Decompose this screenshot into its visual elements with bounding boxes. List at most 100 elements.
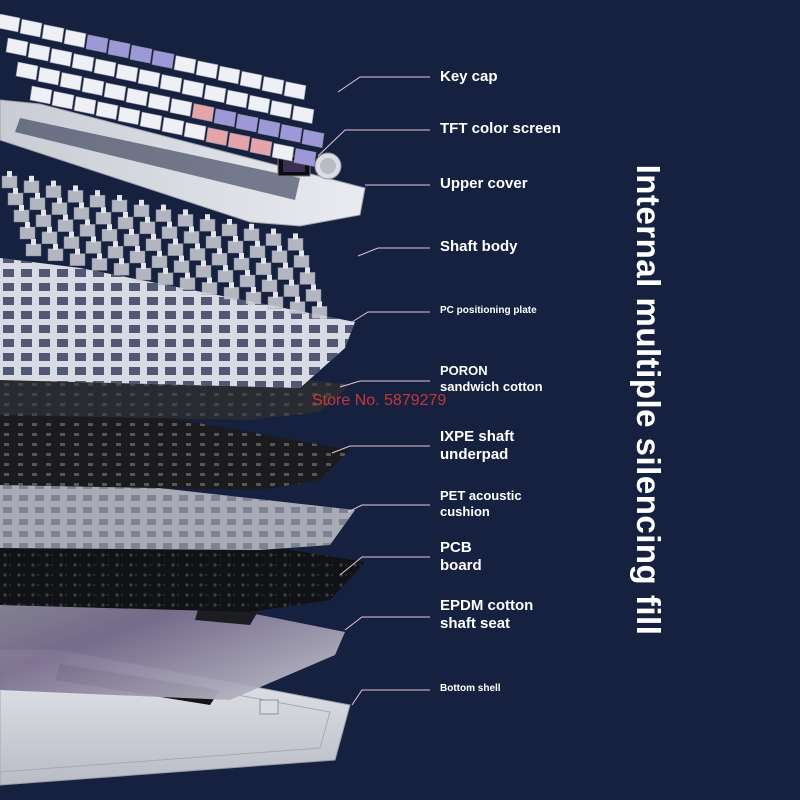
switch: [111, 195, 128, 213]
leader-lines: [317, 76, 430, 706]
keycap: [37, 66, 61, 86]
keycap: [161, 116, 185, 136]
switch: [79, 219, 96, 237]
label-key-cap: Key cap: [440, 68, 498, 85]
keycap: [191, 103, 215, 122]
shaft-body-graphic: [1, 171, 328, 319]
switch: [293, 250, 310, 268]
switch: [221, 219, 238, 237]
keycap: [125, 87, 149, 107]
leader-ixpe-shaft-underpad: [331, 445, 430, 454]
switch: [85, 236, 102, 254]
switch: [129, 246, 146, 264]
keycap: [239, 70, 263, 90]
switch: [91, 253, 108, 271]
keycap: [183, 122, 207, 141]
switch: [283, 279, 300, 297]
switch: [233, 253, 250, 271]
leader-key-cap: [337, 76, 430, 93]
keycap: [249, 137, 273, 157]
keycap: [93, 58, 117, 78]
keycap: [271, 142, 295, 162]
keycap: [227, 132, 251, 152]
keycap: [169, 98, 193, 117]
switch: [223, 282, 240, 300]
keycap: [95, 101, 119, 120]
switch: [157, 267, 174, 286]
leader-epdm-cotton-shaft-seat: [344, 616, 430, 631]
keycap: [59, 72, 83, 91]
keycap: [19, 18, 43, 38]
keycap: [147, 92, 171, 112]
label-pc-positioning-plate: PC positioning plate: [440, 305, 537, 316]
leader-shaft-body: [357, 247, 430, 257]
switch: [117, 212, 134, 230]
keycap: [293, 148, 317, 167]
switch: [267, 291, 284, 310]
switch: [7, 188, 24, 206]
switch: [69, 248, 86, 266]
switch: [145, 233, 162, 252]
switch: [151, 250, 168, 269]
switch: [41, 226, 58, 245]
switch: [201, 277, 218, 295]
switch: [255, 257, 272, 276]
keycap: [71, 53, 95, 72]
leader-tft-color-screen: [317, 129, 430, 157]
keycap: [115, 63, 139, 83]
keycap: [73, 96, 97, 115]
ixpe-shaft-underpad-graphic: [0, 395, 350, 490]
keycap: [139, 111, 163, 131]
keycap: [51, 90, 75, 110]
label-shaft-body: Shaft body: [440, 238, 518, 255]
keycap: [5, 37, 29, 57]
switch: [217, 265, 234, 283]
switch: [261, 274, 278, 293]
keycap: [137, 68, 161, 88]
switch: [211, 248, 228, 266]
keycap: [213, 108, 237, 128]
switch: [107, 241, 124, 259]
switch: [139, 216, 156, 235]
switch: [133, 199, 150, 218]
switch: [51, 197, 68, 215]
switch: [35, 209, 52, 228]
keycap: [159, 74, 183, 93]
keycap: [107, 39, 131, 59]
upper-cover-graphic: [0, 99, 366, 227]
switch: [1, 171, 18, 189]
label-tft-color-screen: TFT color screen: [440, 120, 561, 137]
leader-pcb-board: [339, 556, 430, 576]
switch: [305, 284, 322, 302]
switch: [249, 240, 266, 259]
keycap: [235, 113, 259, 133]
keycap: [15, 61, 39, 81]
keycap: [301, 129, 325, 148]
keycap: [27, 42, 51, 62]
keycap: [225, 89, 249, 109]
keycap: [63, 29, 87, 48]
switch: [205, 231, 222, 249]
keycap: [195, 60, 219, 80]
switch: [177, 209, 194, 227]
keycap: [291, 105, 315, 124]
leader-bottom-shell: [351, 689, 430, 706]
switch: [155, 204, 172, 222]
switch: [183, 226, 200, 244]
keycap: [217, 65, 241, 85]
keycap: [129, 44, 153, 64]
switch: [245, 287, 262, 305]
switch: [289, 296, 306, 314]
switch: [89, 190, 106, 208]
leader-pc-positioning-plate: [351, 311, 430, 323]
keycap: [151, 50, 175, 69]
leader-poron-sandwich-cotton: [339, 380, 430, 388]
pc-positioning-plate-graphic: [0, 258, 355, 388]
switch: [195, 260, 212, 278]
pet-acoustic-cushion-graphic: [0, 470, 355, 550]
vertical-title: Internal multiple silencing fill: [630, 164, 667, 636]
switch: [311, 301, 328, 319]
switch: [101, 224, 118, 242]
